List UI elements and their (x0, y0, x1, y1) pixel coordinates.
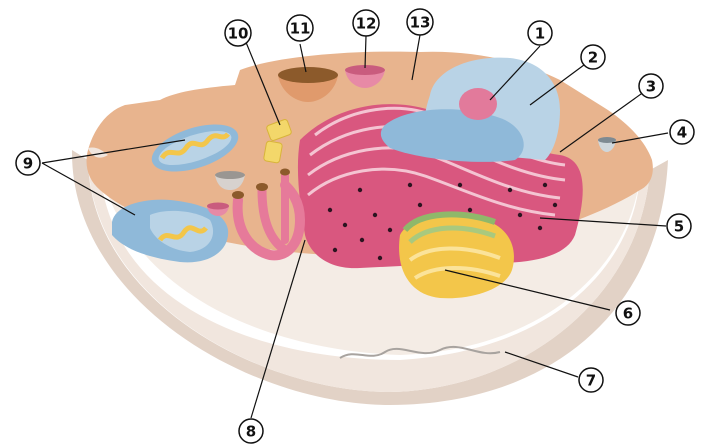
callout-8-label: 8 (246, 423, 256, 441)
callout-6: 6 (616, 301, 640, 325)
callout-10-label: 10 (228, 25, 249, 43)
callout-1: 1 (528, 21, 552, 45)
callout-7-label: 7 (586, 372, 596, 390)
callout-2-label: 2 (588, 49, 598, 67)
callout-11-label: 11 (290, 20, 311, 38)
nucleolus (459, 88, 497, 120)
callout-11: 11 (287, 15, 313, 41)
callout-9-label: 9 (23, 155, 33, 173)
callout-10: 10 (225, 20, 251, 46)
callout-6-label: 6 (623, 305, 633, 323)
callout-4: 4 (670, 120, 694, 144)
callout-12: 12 (353, 10, 379, 36)
callout-12-label: 12 (356, 15, 377, 33)
callout-5-label: 5 (674, 218, 684, 236)
callout-5: 5 (667, 214, 691, 238)
callout-3: 3 (639, 74, 663, 98)
callout-2: 2 (581, 45, 605, 69)
callout-8: 8 (239, 419, 263, 443)
callout-4-label: 4 (677, 124, 687, 142)
callout-7: 7 (579, 368, 603, 392)
callout-13: 13 (407, 9, 433, 35)
callout-9: 9 (16, 151, 40, 175)
callout-1-label: 1 (535, 25, 545, 43)
golgi-apparatus (399, 214, 514, 298)
callout-3-label: 3 (646, 78, 656, 96)
callout-13-label: 13 (410, 14, 431, 32)
